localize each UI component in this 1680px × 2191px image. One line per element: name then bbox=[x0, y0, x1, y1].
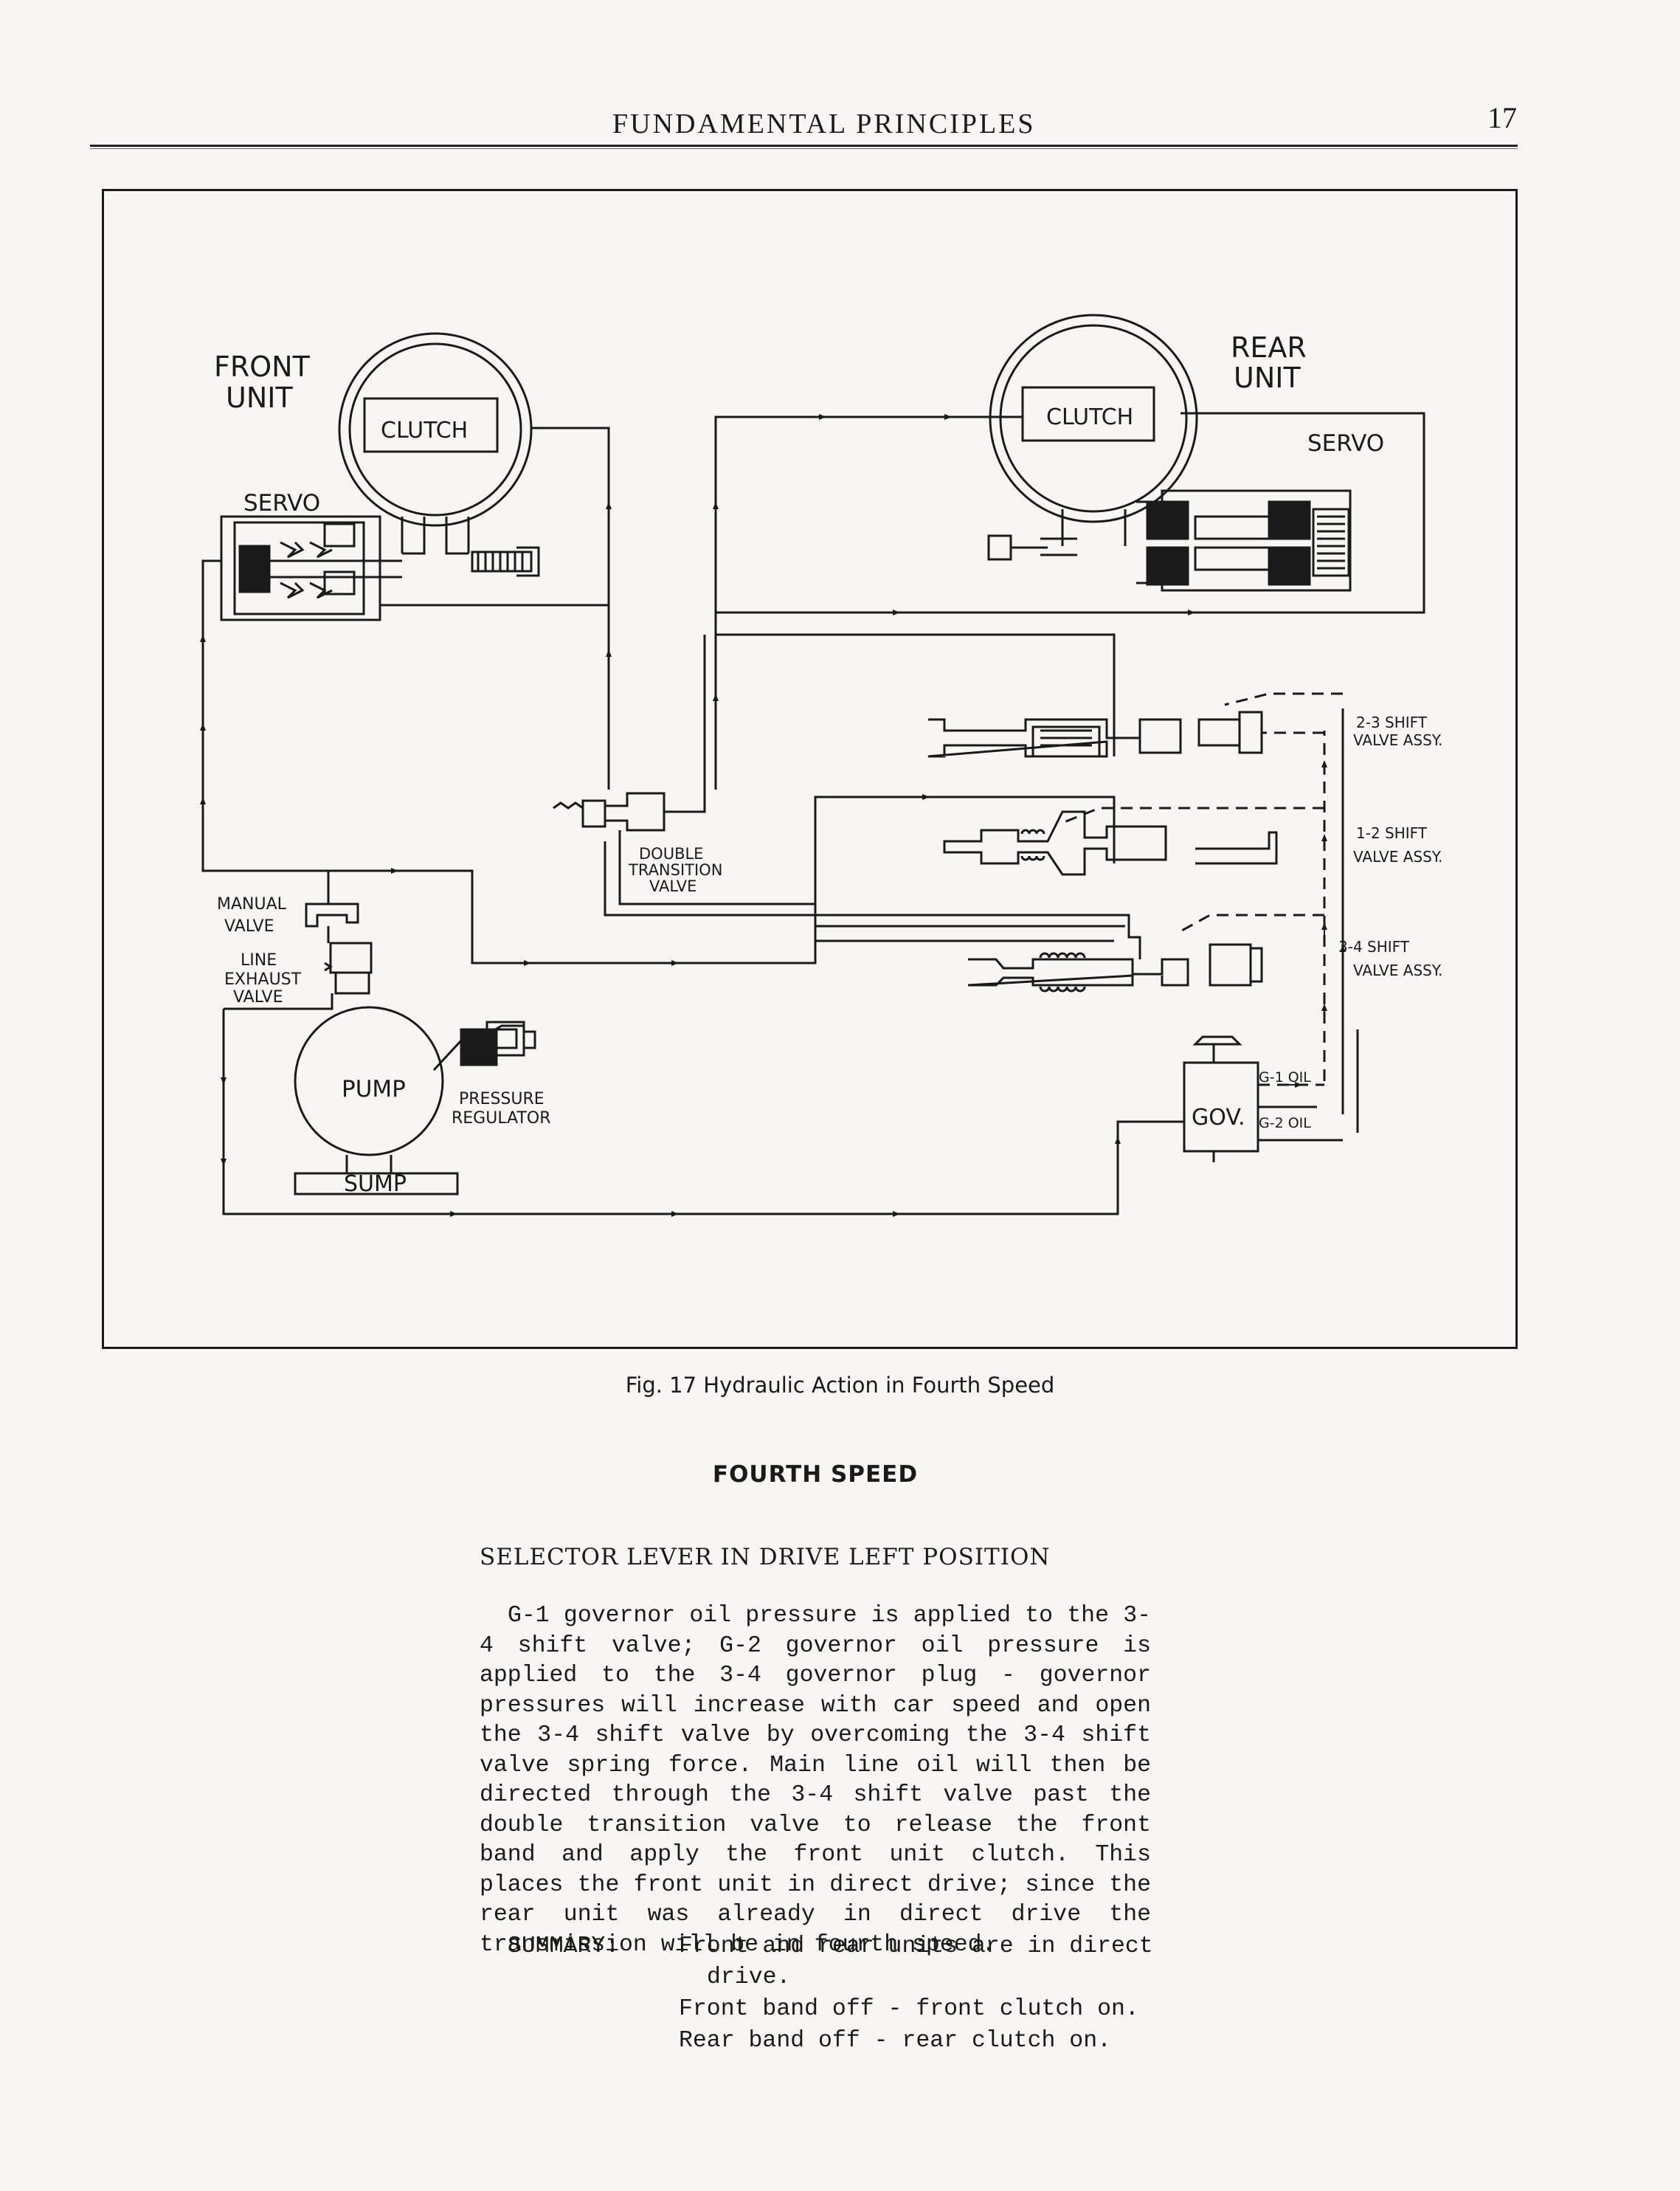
header-rule-thin bbox=[90, 148, 1518, 149]
line-exhaust-valve bbox=[324, 942, 373, 995]
summary-line-1: Front and rear units are in direct bbox=[679, 1933, 1153, 1959]
label-double-transition-line3: VALVE bbox=[649, 877, 696, 895]
label-pump: PUMP bbox=[342, 1076, 406, 1103]
label-front-unit-line2: UNIT bbox=[226, 382, 293, 414]
label-front-clutch: CLUTCH bbox=[381, 418, 468, 444]
body-paragraph: G-1 governor oil pressure is applied to … bbox=[480, 1603, 1151, 1958]
label-pressure-regulator-line1: PRESSURE bbox=[459, 1090, 545, 1108]
summary-label: SUMMARY: bbox=[508, 1933, 620, 1959]
flow-arrows bbox=[200, 414, 1346, 1217]
oil-lines bbox=[201, 412, 1425, 1215]
page-number: 17 bbox=[1487, 101, 1517, 134]
label-pressure-regulator-line2: REGULATOR bbox=[452, 1109, 550, 1128]
label-front-unit-line1: FRONT bbox=[214, 351, 311, 383]
summary-line-3: Front band off - front clutch on. bbox=[679, 1996, 1139, 2022]
section-heading: FOURTH SPEED bbox=[712, 1461, 919, 1488]
label-line-exhaust-line3: VALVE bbox=[233, 988, 283, 1007]
governor bbox=[1183, 1035, 1259, 1162]
label-manual-valve-line1: MANUAL bbox=[217, 895, 287, 914]
label-shift-23-line1: 2-3 SHIFT bbox=[1356, 714, 1428, 731]
shift-valve-34 bbox=[967, 943, 1263, 993]
label-g1-oil: G-1 OIL bbox=[1259, 1069, 1311, 1086]
rear-servo bbox=[1136, 489, 1352, 592]
summary-line-4: Rear band off - rear clutch on. bbox=[679, 2028, 1111, 2054]
label-double-transition-line1: DOUBLE bbox=[639, 845, 703, 863]
shift-valve-23 bbox=[927, 711, 1263, 758]
shift-valve-12 bbox=[943, 810, 1278, 876]
pump bbox=[294, 1006, 536, 1195]
summary-line-2: drive. bbox=[707, 1964, 791, 1990]
label-line-exhaust-line1: LINE bbox=[241, 951, 277, 970]
governor-dashed-lines bbox=[1062, 692, 1343, 1086]
label-shift-12-line1: 1-2 SHIFT bbox=[1356, 824, 1428, 842]
label-rear-unit-line1: REAR bbox=[1231, 331, 1307, 364]
manual-valve bbox=[305, 903, 359, 943]
label-manual-valve-line2: VALVE bbox=[224, 917, 274, 936]
rear-unit-drum bbox=[987, 314, 1198, 561]
label-line-exhaust-line2: EXHAUST bbox=[224, 970, 302, 989]
diagram-labels: FRONT UNIT REAR UNIT CLUTCH CLUTCH SERVO… bbox=[214, 331, 1442, 1197]
label-rear-clutch: CLUTCH bbox=[1046, 404, 1133, 430]
double-transition-valve bbox=[553, 792, 666, 841]
label-sump: SUMP bbox=[344, 1171, 407, 1197]
label-shift-34-line2: VALVE ASSY. bbox=[1353, 962, 1442, 979]
label-shift-12-line2: VALVE ASSY. bbox=[1353, 848, 1442, 866]
section-subheading: SELECTOR LEVER IN DRIVE LEFT POSITION bbox=[480, 1544, 1051, 1570]
front-unit-drum bbox=[338, 332, 540, 577]
page-header-title: FUNDAMENTAL PRINCIPLES bbox=[612, 108, 1036, 139]
label-rear-unit-line2: UNIT bbox=[1234, 362, 1301, 394]
label-rear-servo: SERVO bbox=[1307, 430, 1384, 457]
figure-frame bbox=[102, 189, 1518, 1349]
label-double-transition-line2: TRANSITION bbox=[628, 861, 722, 879]
label-shift-34-line1: 3-4 SHIFT bbox=[1338, 938, 1410, 956]
hydraulic-diagram: FRONT UNIT REAR UNIT CLUTCH CLUTCH SERVO… bbox=[200, 314, 1442, 1217]
front-servo bbox=[220, 515, 402, 621]
figure-caption: Fig. 17 Hydraulic Action in Fourth Speed bbox=[625, 1373, 1055, 1398]
label-g2-oil: G-2 OIL bbox=[1259, 1115, 1311, 1131]
label-front-servo: SERVO bbox=[243, 490, 320, 517]
label-shift-23-line2: VALVE ASSY. bbox=[1353, 731, 1442, 749]
header-rule bbox=[90, 145, 1518, 147]
label-governor: GOV. bbox=[1192, 1105, 1245, 1131]
